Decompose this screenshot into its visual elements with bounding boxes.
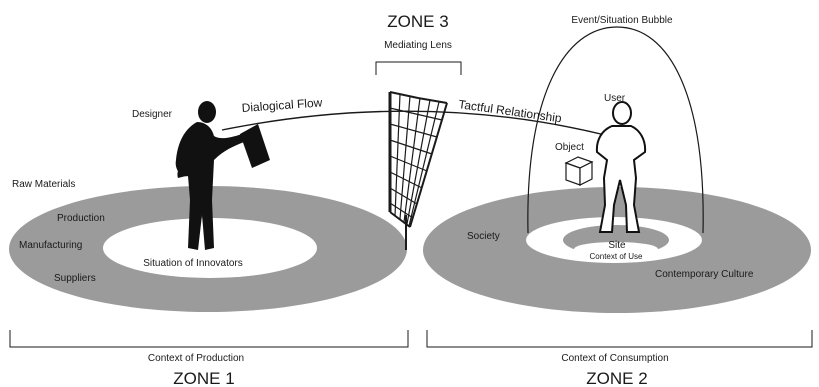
mediating-lens-bracket (375, 61, 462, 75)
context-of-production-label: Context of Production (148, 353, 244, 364)
site-inner-white (574, 242, 658, 256)
zone2-label: ZONE 2 (586, 369, 647, 387)
object-label: Object (555, 142, 584, 153)
manufacturing-label: Manufacturing (19, 240, 82, 251)
society-label: Society (467, 231, 500, 242)
context-of-consumption-label: Context of Consumption (561, 353, 668, 364)
suppliers-label: Suppliers (54, 273, 96, 284)
object-cube (564, 156, 594, 186)
consumption-context-bracket (426, 330, 813, 348)
dialogical-flow-label: Dialogical Flow (241, 95, 323, 115)
zone3-label: ZONE 3 (387, 12, 448, 31)
mediating-lens-grid (388, 91, 448, 250)
event-bubble-label: Event/Situation Bubble (571, 15, 673, 26)
event-bubble (527, 26, 704, 234)
designer-figure (175, 101, 270, 250)
zone1-label: ZONE 1 (173, 369, 234, 387)
contemporary-culture-label: Contemporary Culture (655, 269, 754, 280)
dialogical-flow-curve (221, 110, 606, 136)
production-label: Production (57, 213, 105, 224)
user-figure (595, 101, 647, 233)
tactful-relationship-label: Tactful Relationship (458, 97, 563, 125)
site-label: Site (608, 240, 626, 251)
situation-of-innovators-label: Situation of Innovators (143, 258, 243, 269)
designer-label: Designer (132, 109, 173, 120)
context-of-use-label: Context of Use (590, 252, 643, 261)
mediating-lens-label: Mediating Lens (384, 40, 452, 51)
raw-materials-label: Raw Materials (12, 179, 75, 190)
production-context-bracket (9, 330, 409, 348)
user-label: User (604, 93, 626, 104)
